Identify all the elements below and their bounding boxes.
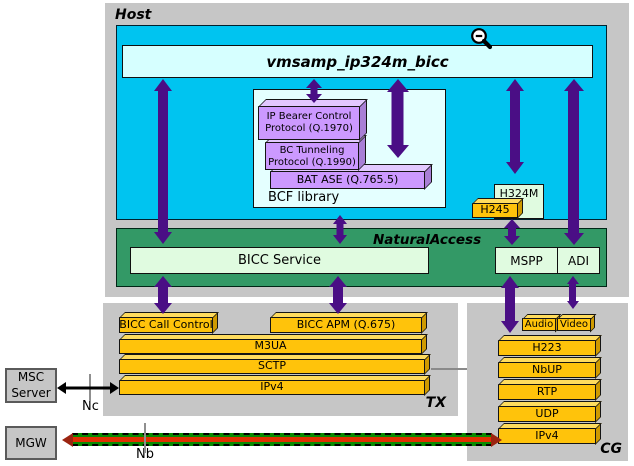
tx-box-bicc-apm: BICC APM (Q.675) xyxy=(270,317,422,333)
cg-audio-box: Audio xyxy=(522,318,556,331)
cg-box-ipv4-label: IPv4 xyxy=(535,428,559,442)
arrow-bicc-service-to-bicc-apm xyxy=(329,276,347,314)
adi-label: ADI xyxy=(568,253,589,268)
protocol-box-bc-tunneling-line1: BC Tunneling xyxy=(279,145,345,156)
tx-panel: BICC Call Control BICC APM (Q.675) M3UA … xyxy=(103,303,458,416)
tx-box-ipv4-label: IPv4 xyxy=(260,380,284,394)
cg-box-h223-label: H223 xyxy=(532,340,562,354)
arrow-h245-to-mspp xyxy=(504,219,520,245)
protocol-box-bc-tunneling-line2: Protocol (Q.1990) xyxy=(268,157,356,168)
arrow-adi-to-video xyxy=(566,276,579,309)
tx-box-m3ua: M3UA xyxy=(119,339,422,354)
bcf-library-panel: IP Bearer Control Protocol (Q.1970) BC T… xyxy=(253,89,446,208)
arrow-title-to-adi xyxy=(563,79,584,245)
bicc-service-label: BICC Service xyxy=(237,253,322,268)
tx-label: TX xyxy=(425,395,446,411)
bicc-service-box: BICC Service xyxy=(130,247,429,274)
protocol-box-ip-bearer-line2: Protocol (Q.1970) xyxy=(265,123,353,134)
h245-box: H245 xyxy=(472,203,518,218)
magnifier-zoom-icon xyxy=(469,26,494,55)
cg-panel: Audio Video H223 NbUP RTP UDP IPv4 CG xyxy=(467,303,628,461)
cg-video-box: Video xyxy=(557,318,591,331)
protocol-box-ip-bearer-line1: IP Bearer Control xyxy=(266,111,352,122)
bcf-library-label: BCF library xyxy=(268,190,340,205)
tx-box-sctp-label: SCTP xyxy=(257,359,286,373)
arrow-mspp-to-cg xyxy=(501,276,519,333)
nb-label: Nb xyxy=(136,447,154,462)
protocol-box-bat-ase: BAT ASE (Q.765.5) xyxy=(270,171,425,189)
cg-box-rtp-label: RTP xyxy=(536,384,558,398)
cg-box-rtp: RTP xyxy=(498,384,596,400)
cg-box-udp-label: UDP xyxy=(535,406,559,420)
host-label: Host xyxy=(115,7,152,23)
cg-box-nbup: NbUP xyxy=(498,362,596,378)
tx-cg-connector-line xyxy=(431,368,467,370)
nb-link-arrow xyxy=(72,433,492,446)
host-panel: Host vmsamp_ip324m_bicc IP Bearer Contro… xyxy=(105,3,629,297)
natural-access-band: NaturalAccess BICC Service MSPP ADI xyxy=(116,228,607,287)
cg-audio-label: Audio xyxy=(524,319,554,330)
h324m-label: H324M xyxy=(499,187,539,200)
mgw-label: MGW xyxy=(15,436,47,450)
cg-box-udp: UDP xyxy=(498,406,596,422)
mspp-label: MSPP xyxy=(510,253,543,268)
cg-box-h223: H223 xyxy=(498,340,596,356)
arrow-title-to-ip-bearer xyxy=(306,79,322,103)
arrow-bicc-service-to-bicc-call-control xyxy=(154,276,172,314)
msc-server-label: MSC Server xyxy=(11,369,51,400)
application-canvas: vmsamp_ip324m_bicc IP Bearer Control Pro… xyxy=(116,25,607,220)
natural-access-label: NaturalAccess xyxy=(373,232,482,248)
tx-box-bicc-apm-label: BICC APM (Q.675) xyxy=(296,317,396,331)
arrow-bcf-to-bicc-service xyxy=(333,215,347,244)
tx-box-bicc-call-control: BICC Call Control xyxy=(119,317,213,333)
tx-box-sctp: SCTP xyxy=(119,359,425,374)
tx-box-bicc-call-control-label: BICC Call Control xyxy=(119,317,213,331)
cg-box-ipv4: IPv4 xyxy=(498,428,596,444)
tx-box-m3ua-label: M3UA xyxy=(254,339,287,353)
cg-box-nbup-label: NbUP xyxy=(532,362,562,376)
nb-reference-tick xyxy=(144,423,146,453)
app-title: vmsamp_ip324m_bicc xyxy=(266,52,449,71)
cg-label: CG xyxy=(600,441,622,457)
h245-label: H245 xyxy=(480,203,510,217)
arrow-title-to-bcf xyxy=(386,79,409,158)
cg-video-label: Video xyxy=(559,319,589,330)
mspp-box: MSPP xyxy=(495,247,558,274)
mgw-box: MGW xyxy=(5,426,57,460)
protocol-box-bat-ase-label: BAT ASE (Q.765.5) xyxy=(296,172,399,186)
arrow-title-to-bicc-service xyxy=(154,79,172,244)
msc-server-box: MSC Server xyxy=(5,368,57,403)
app-title-bar: vmsamp_ip324m_bicc xyxy=(122,45,593,78)
arrow-title-to-h324m xyxy=(506,79,524,174)
tx-box-ipv4: IPv4 xyxy=(119,380,425,395)
nc-link-arrow xyxy=(57,381,119,395)
nc-label: Nc xyxy=(82,399,99,414)
protocol-box-ip-bearer: IP Bearer Control Protocol (Q.1970) xyxy=(258,106,360,140)
protocol-box-bc-tunneling: BC Tunneling Protocol (Q.1990) xyxy=(265,142,359,170)
adi-box: ADI xyxy=(557,247,600,274)
